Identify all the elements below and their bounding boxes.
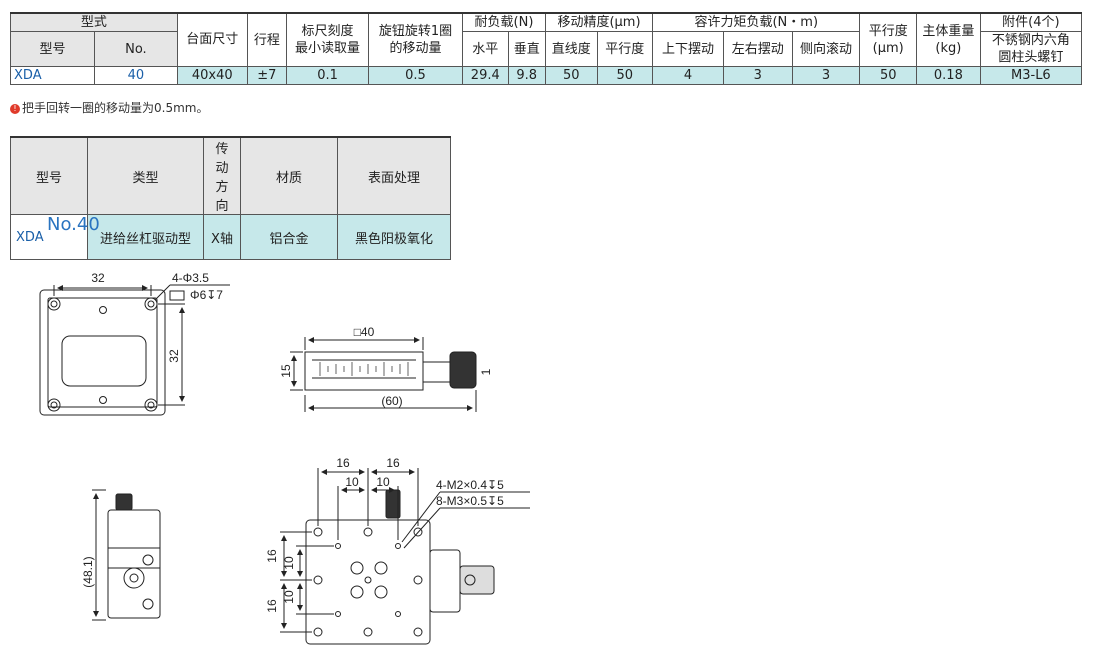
- note: !把手回转一圈的移动量为0.5mm。: [10, 99, 208, 116]
- cell-load-h: 29.4: [462, 66, 509, 85]
- cell-roll: 3: [791, 66, 861, 85]
- type-cell-model[interactable]: XDA: [10, 214, 88, 260]
- side-view: [290, 337, 477, 412]
- header-accuracy: 移动精度(μm): [544, 12, 654, 32]
- dim-top-width: 32: [91, 271, 105, 285]
- cell-weight: 0.18: [916, 66, 981, 85]
- header-no: No.: [93, 31, 178, 67]
- dim-plan-16b: 16: [386, 456, 400, 470]
- plan-view: [280, 468, 530, 645]
- cell-table-size: 40x40: [176, 66, 248, 85]
- header-weight: 主体重量(kg): [916, 12, 981, 67]
- header-straightness: 直线度: [544, 31, 598, 67]
- dim-plan-10a: 10: [345, 475, 359, 489]
- cbore-callout: Φ6↧7: [190, 288, 223, 302]
- dim-plan-v10a: 10: [282, 556, 296, 570]
- cell-scale-min: 0.1: [286, 66, 369, 85]
- drawing-title: No.40: [47, 214, 100, 235]
- cell-flatness: 50: [859, 66, 918, 85]
- hole-callout: 4-Φ3.5: [172, 271, 209, 285]
- header-stroke: 行程: [246, 12, 288, 67]
- dim-plan-v16a: 16: [265, 549, 279, 563]
- type-header-material: 材质: [240, 136, 338, 215]
- warning-icon: !: [10, 104, 20, 114]
- cell-yaw: 3: [722, 66, 793, 85]
- header-form: 型式: [10, 12, 178, 32]
- type-header-finish: 表面处理: [337, 136, 451, 215]
- type-cell-direction: X轴: [203, 214, 241, 260]
- note-text: 把手回转一圈的移动量为0.5mm。: [22, 101, 209, 115]
- header-scale-min: 标尺刻度最小读取量: [286, 12, 369, 67]
- type-cell-material: 铝合金: [240, 214, 338, 260]
- dim-end-height: (48.1): [81, 556, 95, 587]
- dim-side-small: 1: [479, 368, 493, 375]
- header-roll: 侧向滚动: [791, 31, 861, 67]
- type-cell-finish: 黑色阳极氧化: [337, 214, 451, 260]
- table-row: XDA 进给丝杠驱动型 X轴 铝合金 黑色阳极氧化: [10, 214, 451, 260]
- dim-plan-v10b: 10: [282, 590, 296, 604]
- end-view: [92, 489, 161, 621]
- cell-model[interactable]: XDA: [10, 66, 95, 85]
- dim-side-top: □40: [354, 325, 375, 339]
- type-table: 型号 类型 传动方向 材质 表面处理 XDA 进给丝杠驱动型 X轴 铝合金 黑色…: [10, 136, 451, 260]
- dim-top-height: 32: [167, 349, 181, 363]
- dim-plan-16a: 16: [336, 456, 350, 470]
- cell-no[interactable]: 40: [93, 66, 178, 85]
- cell-pitch: 4: [652, 66, 724, 85]
- spec-table: 型式 台面尺寸 行程 标尺刻度最小读取量 旋钮旋转1圈的移动量 耐负载(N) 移…: [10, 12, 1083, 85]
- top-view: [39, 284, 230, 416]
- type-cell-type: 进给丝杠驱动型: [87, 214, 204, 260]
- cell-accessory: M3-L6: [979, 66, 1083, 85]
- header-load-h: 水平: [462, 31, 509, 67]
- header-pitch: 上下摆动: [652, 31, 724, 67]
- header-load: 耐负载(N): [462, 12, 546, 32]
- header-model: 型号: [10, 31, 95, 67]
- callout-m3: 8-M3×0.5↧5: [436, 494, 504, 508]
- cell-straightness: 50: [544, 66, 598, 85]
- cell-parallelism: 50: [596, 66, 654, 85]
- type-header-direction: 传动方向: [203, 136, 241, 215]
- dim-side-height: 15: [279, 364, 293, 378]
- table-row: XDA 40 40x40 ±7 0.1 0.5 29.4 9.8 50 50 4…: [10, 66, 1083, 85]
- cell-stroke: ±7: [246, 66, 288, 85]
- dim-plan-10b: 10: [376, 475, 390, 489]
- header-yaw: 左右摆动: [722, 31, 793, 67]
- cell-knob-move: 0.5: [367, 66, 464, 85]
- header-accessory-sub: 不锈钢内六角圆柱头螺钉: [979, 31, 1083, 67]
- dim-side-length: (60): [381, 394, 402, 408]
- cell-load-v: 9.8: [507, 66, 546, 85]
- dim-plan-v16b: 16: [265, 599, 279, 613]
- header-moment: 容许力矩负载(N・m): [652, 12, 861, 32]
- callout-m2: 4-M2×0.4↧5: [436, 478, 504, 492]
- scale-ticks: [319, 362, 409, 376]
- header-accessory: 附件(4个): [979, 12, 1083, 32]
